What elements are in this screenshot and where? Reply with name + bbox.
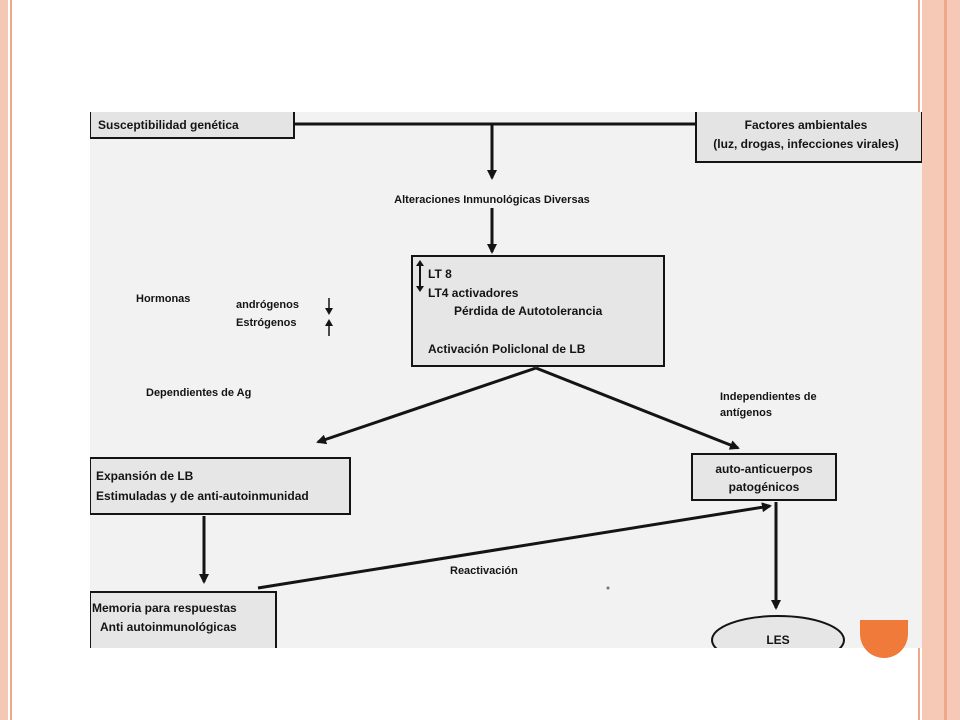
susceptibilidad-label: Susceptibilidad genética xyxy=(98,118,239,132)
les-ellipse xyxy=(711,615,845,648)
left-frame-band xyxy=(0,0,8,720)
susceptibilidad-box xyxy=(90,112,295,139)
left-frame-line xyxy=(10,0,12,720)
les-label: LES xyxy=(766,633,789,647)
center-up-arrow xyxy=(416,260,424,266)
flowchart-svg: Susceptibilidad genética Factores ambien… xyxy=(90,112,922,648)
memoria-label-2: Anti autoinmunológicas xyxy=(100,620,237,634)
hormonas-label: Hormonas xyxy=(136,293,190,305)
expansion-label-1: Expansión de LB xyxy=(96,469,194,483)
center-label-2: LT4 activadores xyxy=(428,286,519,300)
right-frame-band xyxy=(922,0,960,720)
memoria-box xyxy=(90,591,277,648)
reactivacion-arrow xyxy=(257,502,772,590)
auto-anticuerpos-box xyxy=(691,453,837,501)
factores-label-1: Factores ambientales xyxy=(745,118,868,132)
estrogenos-label: Estrógenos xyxy=(236,317,297,329)
speck xyxy=(606,586,610,590)
auto-anticuerpos-label-2: patogénicos xyxy=(729,480,800,494)
factores-label-2: (luz, drogas, infecciones virales) xyxy=(713,137,898,151)
memoria-label-1: Memoria para respuestas xyxy=(92,601,237,615)
androgenos-down-arrow xyxy=(325,308,333,315)
independientes-label-1: Independientes de xyxy=(720,391,817,403)
factores-box xyxy=(695,112,922,163)
center-down-arrow xyxy=(416,286,424,292)
center-box xyxy=(411,255,665,367)
diagram-image: Susceptibilidad genética Factores ambien… xyxy=(90,112,922,648)
reactivacion-label: Reactivación xyxy=(450,565,518,577)
auto-anticuerpos-label-1: auto-anticuerpos xyxy=(715,462,813,476)
right-frame-inner-line xyxy=(944,0,947,720)
dependientes-label: Dependientes de Ag xyxy=(146,387,251,399)
arrow-to-expansion xyxy=(316,366,537,445)
center-label-4: Activación Policlonal de LB xyxy=(428,342,586,356)
expansion-box xyxy=(90,457,351,515)
alteraciones-label: Alteraciones Inmunológicas Diversas xyxy=(394,194,590,206)
independientes-label-2: antígenos xyxy=(720,407,772,419)
slide-accent-circle xyxy=(860,620,908,658)
center-label-1: LT 8 xyxy=(428,267,452,281)
center-label-3: Pérdida de Autotolerancia xyxy=(454,304,603,318)
expansion-label-2: Estimuladas y de anti-autoinmunidad xyxy=(96,489,309,503)
estrogenos-up-arrow xyxy=(325,319,333,326)
arrow-to-auto-anticuerpos xyxy=(535,366,740,450)
androgenos-label: andrógenos xyxy=(236,299,299,311)
